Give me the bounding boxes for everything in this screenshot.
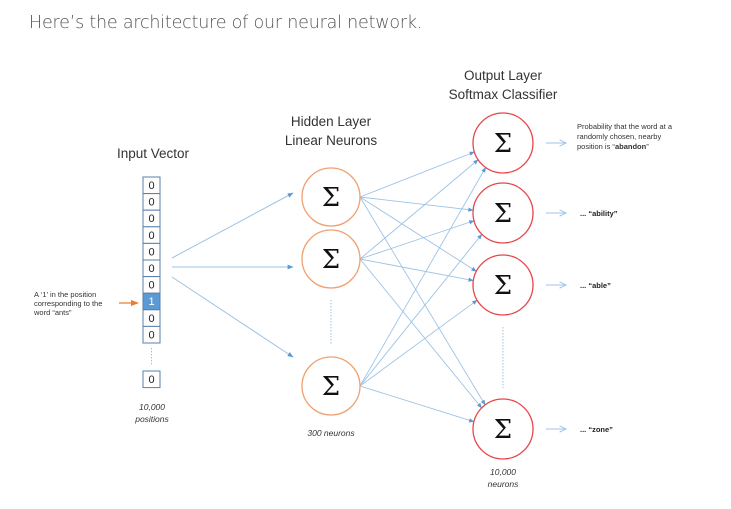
output-neuron xyxy=(472,112,534,174)
input-cell-value: 0 xyxy=(148,213,154,225)
hidden-layer-title-line2: Linear Neurons xyxy=(285,133,378,148)
input-cell-value: 0 xyxy=(148,180,154,192)
hidden-to-output-connection xyxy=(359,196,477,272)
hidden-to-output-connection xyxy=(359,233,483,387)
hidden-layer-neurons: Σ Σ Σ xyxy=(301,167,361,416)
input-size-label-line1: 10,000 xyxy=(139,402,165,412)
hidden-to-output-connection xyxy=(359,299,478,387)
sigma-icon: Σ xyxy=(494,199,512,229)
hidden-size-label: 300 neurons xyxy=(307,428,355,438)
hidden-neuron xyxy=(301,167,361,227)
hidden-to-output-connection xyxy=(359,196,474,212)
input-layer-title: Input Vector xyxy=(117,146,190,161)
connections-group xyxy=(171,151,487,423)
output-description-line: position is “abandon” xyxy=(577,142,649,151)
input-cell-value: 1 xyxy=(148,296,154,308)
input-cell-value: 0 xyxy=(148,329,154,341)
hidden-to-output-connection xyxy=(359,385,475,423)
hidden-to-output-connection xyxy=(359,151,475,198)
output-layer-neurons: Σ Σ Σ Σ xyxy=(472,112,534,460)
output-neuron xyxy=(472,398,534,460)
output-size-label-line1: 10,000 xyxy=(490,467,516,477)
hidden-to-output-connection xyxy=(359,258,474,282)
hidden-neuron xyxy=(301,229,361,289)
output-word-label: ... “zone” xyxy=(580,425,613,434)
input-cell-last xyxy=(142,370,161,389)
output-neuron xyxy=(472,182,534,244)
hidden-to-output-connection xyxy=(359,167,487,387)
sigma-icon: Σ xyxy=(494,129,512,159)
output-layer-title-line2: Softmax Classifier xyxy=(449,87,558,102)
annotation-line-3: word “ants” xyxy=(33,308,72,317)
output-word: abandon xyxy=(615,142,647,151)
input-cell-value: 0 xyxy=(148,263,154,275)
input-vector: 0 0 0 0 0 0 0 1 0 0 0 xyxy=(142,176,161,389)
output-word-label: ... “ability” xyxy=(580,209,618,218)
hidden-to-output-connection xyxy=(359,196,486,406)
annotation-line-2: corresponding to the xyxy=(34,299,102,308)
output-description-line: randomly chosen, nearby xyxy=(577,132,661,141)
input-to-hidden-connection xyxy=(171,276,294,358)
output-word-quote: ” xyxy=(646,142,649,151)
input-cell-value: 0 xyxy=(148,374,154,386)
hidden-neuron xyxy=(301,356,361,416)
output-word-label: ... “able” xyxy=(580,281,611,290)
hidden-to-output-connection xyxy=(359,258,483,409)
sigma-icon: Σ xyxy=(494,271,512,301)
sigma-icon: Σ xyxy=(322,372,340,402)
input-cell-value: 0 xyxy=(148,246,154,258)
sigma-icon: Σ xyxy=(494,415,512,445)
input-cell-value: 0 xyxy=(148,230,154,242)
sigma-icon: Σ xyxy=(322,183,340,213)
annotation-line-1: A ‘1’ in the position xyxy=(34,290,96,299)
hidden-to-output-connection xyxy=(359,220,475,260)
output-layer-title-line1: Output Layer xyxy=(464,68,543,83)
input-cell-value: 0 xyxy=(148,197,154,209)
input-cell-value: 0 xyxy=(148,313,154,325)
sigma-icon: Σ xyxy=(322,245,340,275)
input-cell-value: 0 xyxy=(148,280,154,292)
hidden-layer-title-line1: Hidden Layer xyxy=(291,114,372,129)
output-neuron xyxy=(472,254,534,316)
output-description-line: Probability that the word at a xyxy=(577,122,673,131)
hidden-to-output-connection xyxy=(359,159,479,260)
intro-text: Here’s the architecture of our neural ne… xyxy=(29,13,423,33)
output-size-label-line2: neurons xyxy=(488,479,519,489)
input-to-hidden-connection xyxy=(171,192,294,259)
input-size-label-line2: positions xyxy=(134,414,169,424)
input-cell xyxy=(142,325,161,344)
